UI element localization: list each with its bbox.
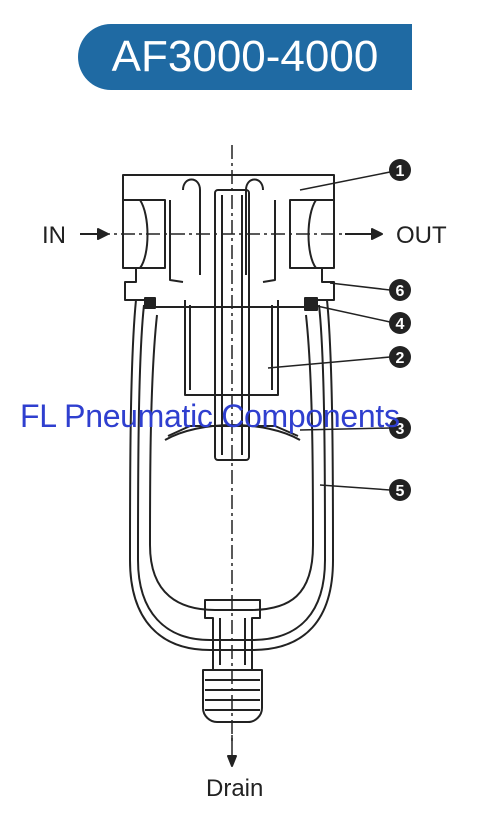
body-head bbox=[122, 174, 335, 308]
svg-text:5: 5 bbox=[396, 483, 405, 500]
diagram-title: AF3000-4000 bbox=[111, 32, 379, 81]
svg-text:2: 2 bbox=[396, 350, 405, 367]
inlet-port bbox=[123, 199, 166, 269]
bowl-inner bbox=[149, 314, 314, 611]
svg-text:1: 1 bbox=[396, 163, 405, 180]
center-rod bbox=[214, 189, 250, 461]
callout-4: 4 bbox=[389, 312, 411, 334]
svg-text:6: 6 bbox=[396, 283, 405, 300]
callout-6: 6 bbox=[389, 279, 411, 301]
leader-1 bbox=[299, 171, 391, 191]
callout-1: 1 bbox=[389, 159, 411, 181]
svg-text:3: 3 bbox=[396, 421, 405, 438]
leader-5 bbox=[319, 484, 391, 491]
callout-2: 2 bbox=[389, 346, 411, 368]
leader-3 bbox=[299, 427, 391, 431]
filter-element bbox=[184, 300, 279, 396]
bowl-outer bbox=[129, 299, 334, 651]
leader-2 bbox=[267, 356, 391, 369]
watermark-text: FL Pneumatic Components bbox=[20, 398, 400, 434]
title-badge bbox=[78, 24, 412, 90]
callout-5: 5 bbox=[389, 479, 411, 501]
outlet-port bbox=[289, 199, 334, 269]
seal-ring bbox=[304, 297, 318, 311]
in-label: IN bbox=[42, 222, 66, 249]
drain-label: Drain bbox=[206, 775, 263, 802]
out-label: OUT bbox=[396, 222, 447, 249]
svg-text:4: 4 bbox=[396, 316, 405, 333]
leader-4 bbox=[316, 305, 391, 323]
callout-3: 3 bbox=[389, 417, 411, 439]
leader-6 bbox=[329, 282, 391, 291]
